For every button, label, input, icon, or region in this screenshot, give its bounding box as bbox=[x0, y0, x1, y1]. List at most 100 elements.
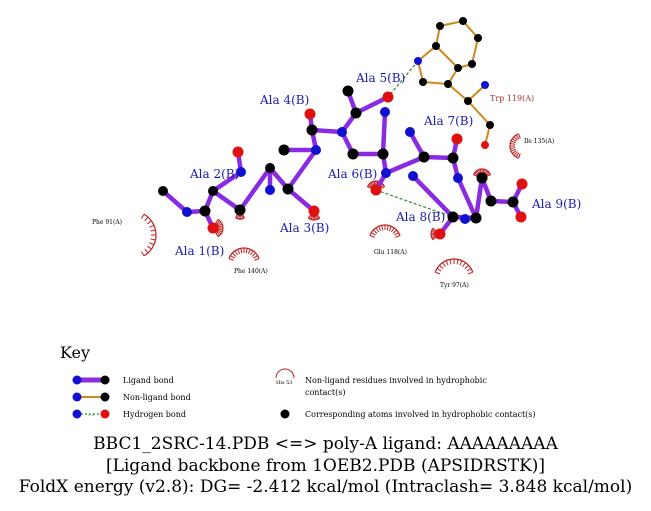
atom-a6n2 bbox=[381, 168, 391, 178]
residue-label-phe-91: Phe 91(A) bbox=[92, 219, 122, 226]
caption-line-1: BBC1_2SRC-14.PDB <=> poly-A ligand: AAAA… bbox=[93, 434, 558, 454]
atom-a2ca bbox=[208, 186, 218, 196]
residue-label-ala-6: Ala 6(B) bbox=[327, 167, 377, 181]
key-hydrogen-bond: 3.0 Hydrogen bond bbox=[72, 409, 186, 419]
atom-t11 bbox=[481, 81, 489, 89]
residue-label-ala-7: Ala 7(B) bbox=[423, 114, 473, 128]
atom-a9c bbox=[485, 195, 497, 207]
atom-a4ca bbox=[278, 144, 290, 156]
caption-line-3: FoldX energy (v2.8): DG= -2.412 kcal/mol… bbox=[18, 477, 633, 497]
caption-line-2: [Ligand backbone from 1OEB2.PDB (APSIDRS… bbox=[105, 456, 546, 476]
ligand-bond-a6n2-a7ca bbox=[383, 154, 427, 176]
atom-a9o2 bbox=[515, 211, 527, 223]
key-nonligand-residues-label: Non-ligand residues involved in hydropho… bbox=[305, 376, 487, 385]
atom-a8c bbox=[447, 211, 459, 223]
residue-label-ala-2: Ala 2(B) bbox=[189, 167, 239, 181]
atom-a3n bbox=[265, 185, 275, 195]
atom-a9ca bbox=[476, 172, 488, 184]
atom-a5c bbox=[350, 107, 362, 119]
key-ligand-bond-label: Ligand bond bbox=[123, 376, 174, 385]
atom-a6o bbox=[370, 184, 382, 196]
arc-phe-91 bbox=[141, 213, 157, 257]
residue-label-ala-8: Ala 8(B) bbox=[395, 210, 445, 224]
ligand-bond-a2ca-a2n bbox=[210, 169, 244, 194]
atom-a3ca bbox=[265, 163, 275, 173]
hydrogen-bonds bbox=[375, 60, 454, 218]
atom-a2c bbox=[234, 204, 246, 216]
atom-a8ca bbox=[470, 212, 482, 224]
key-hbond-distance: 3.0 bbox=[88, 412, 95, 417]
residue-label-ala-1: Ala 1(B) bbox=[174, 244, 224, 258]
key-corresponding-atoms: Corresponding atoms involved in hydropho… bbox=[280, 409, 536, 419]
key-corresponding-atoms-label: Corresponding atoms involved in hydropho… bbox=[305, 410, 536, 419]
hydrophobic-contacts bbox=[141, 133, 521, 275]
atom-a9cb bbox=[507, 196, 519, 208]
residue-label-trp-119: Trp 119(A) bbox=[490, 94, 534, 103]
residue-label-ala-5: Ala 5(B) bbox=[355, 71, 405, 85]
atom-a7n bbox=[405, 127, 415, 137]
atom-a7o bbox=[451, 133, 463, 145]
hbond-t1-a5o bbox=[387, 60, 419, 98]
ligand-bond-a3c-a4n bbox=[285, 147, 319, 192]
ligand-bond-a5c-a5o bbox=[353, 94, 391, 116]
key-nonligand-residues-label-2: contact(s) bbox=[305, 388, 345, 397]
ligand-bond-a2ca-a2c bbox=[210, 188, 243, 213]
atom-t5 bbox=[474, 34, 482, 42]
atom-t4 bbox=[459, 17, 467, 25]
residue-label-ala-4: Ala 4(B) bbox=[259, 93, 309, 107]
ligand-bond-a3c-a3o bbox=[285, 186, 317, 214]
nonligand-bond-t5-t6 bbox=[471, 37, 479, 65]
atom-a2n bbox=[236, 167, 246, 177]
key-title: Key bbox=[60, 343, 90, 362]
nonligand-bond-t7-t2 bbox=[435, 45, 459, 69]
atom-a1n bbox=[182, 207, 192, 217]
atom-contact-arc-a1o bbox=[215, 218, 224, 238]
arc-phe-140 bbox=[228, 247, 260, 261]
atom-a5ca bbox=[342, 85, 354, 97]
atom-a9n bbox=[460, 214, 470, 224]
residue-label-ala-3: Ala 3(B) bbox=[279, 221, 329, 235]
key-legend: Key Ligand bond Non-ligand bond 3.0 Hydr… bbox=[60, 343, 536, 419]
atom-t9 bbox=[419, 78, 427, 86]
key-nonligand-bond: Non-ligand bond bbox=[72, 392, 191, 402]
ligand-bond-a8ca-a9ca bbox=[473, 175, 485, 221]
ligand-bond-a7n2-a8ca bbox=[455, 175, 479, 221]
atom-t7 bbox=[454, 64, 462, 72]
atom-a6n bbox=[380, 107, 390, 117]
atom-t13 bbox=[481, 141, 489, 149]
atom-a8o bbox=[434, 228, 446, 240]
residue-label-ile-135: Ile 135(A) bbox=[524, 138, 554, 145]
atom-a4c bbox=[306, 124, 318, 136]
key-example-residue: His 53 bbox=[276, 380, 292, 386]
arc-glu-118 bbox=[369, 224, 401, 238]
nonligand-bond-t8-t10 bbox=[447, 83, 469, 102]
residue-label-phe-140: Phe 140(A) bbox=[234, 268, 268, 275]
atom-t3 bbox=[436, 22, 444, 30]
atom-t2 bbox=[432, 42, 440, 50]
atoms bbox=[158, 17, 528, 240]
key-nonligand-bond-label: Non-ligand bond bbox=[123, 393, 191, 402]
nonligand-bond-t8-t9 bbox=[422, 81, 449, 85]
ligand-bond-a1cb-a1n bbox=[160, 188, 190, 215]
atom-a6c bbox=[377, 148, 389, 160]
atom-a8n bbox=[408, 171, 418, 181]
atom-a1c bbox=[199, 205, 211, 217]
atom-a7c bbox=[447, 152, 459, 164]
key-hydrogen-bond-label: Hydrogen bond bbox=[123, 410, 186, 419]
atom-a7n2 bbox=[453, 173, 463, 183]
atom-a9o1 bbox=[516, 178, 528, 190]
atom-t12 bbox=[486, 121, 494, 129]
key-nonligand-residues: His 53 Non-ligand residues involved in h… bbox=[275, 368, 487, 397]
atom-t6 bbox=[468, 60, 476, 68]
atom-t1 bbox=[414, 57, 422, 65]
residue-label-ala-9: Ala 9(B) bbox=[531, 197, 581, 211]
atom-a7ca bbox=[418, 151, 430, 163]
residue-label-tyr-97: Tyr 97(A) bbox=[440, 282, 469, 289]
residue-label-glu-118: Glu 118(A) bbox=[374, 249, 407, 256]
atom-a5n bbox=[337, 127, 347, 137]
atom-a2o bbox=[232, 146, 244, 158]
ligand-bond-a6c-a6n bbox=[380, 109, 388, 157]
atom-a5o bbox=[382, 91, 394, 103]
ligand-bond-a2c-a3ca bbox=[237, 165, 273, 213]
